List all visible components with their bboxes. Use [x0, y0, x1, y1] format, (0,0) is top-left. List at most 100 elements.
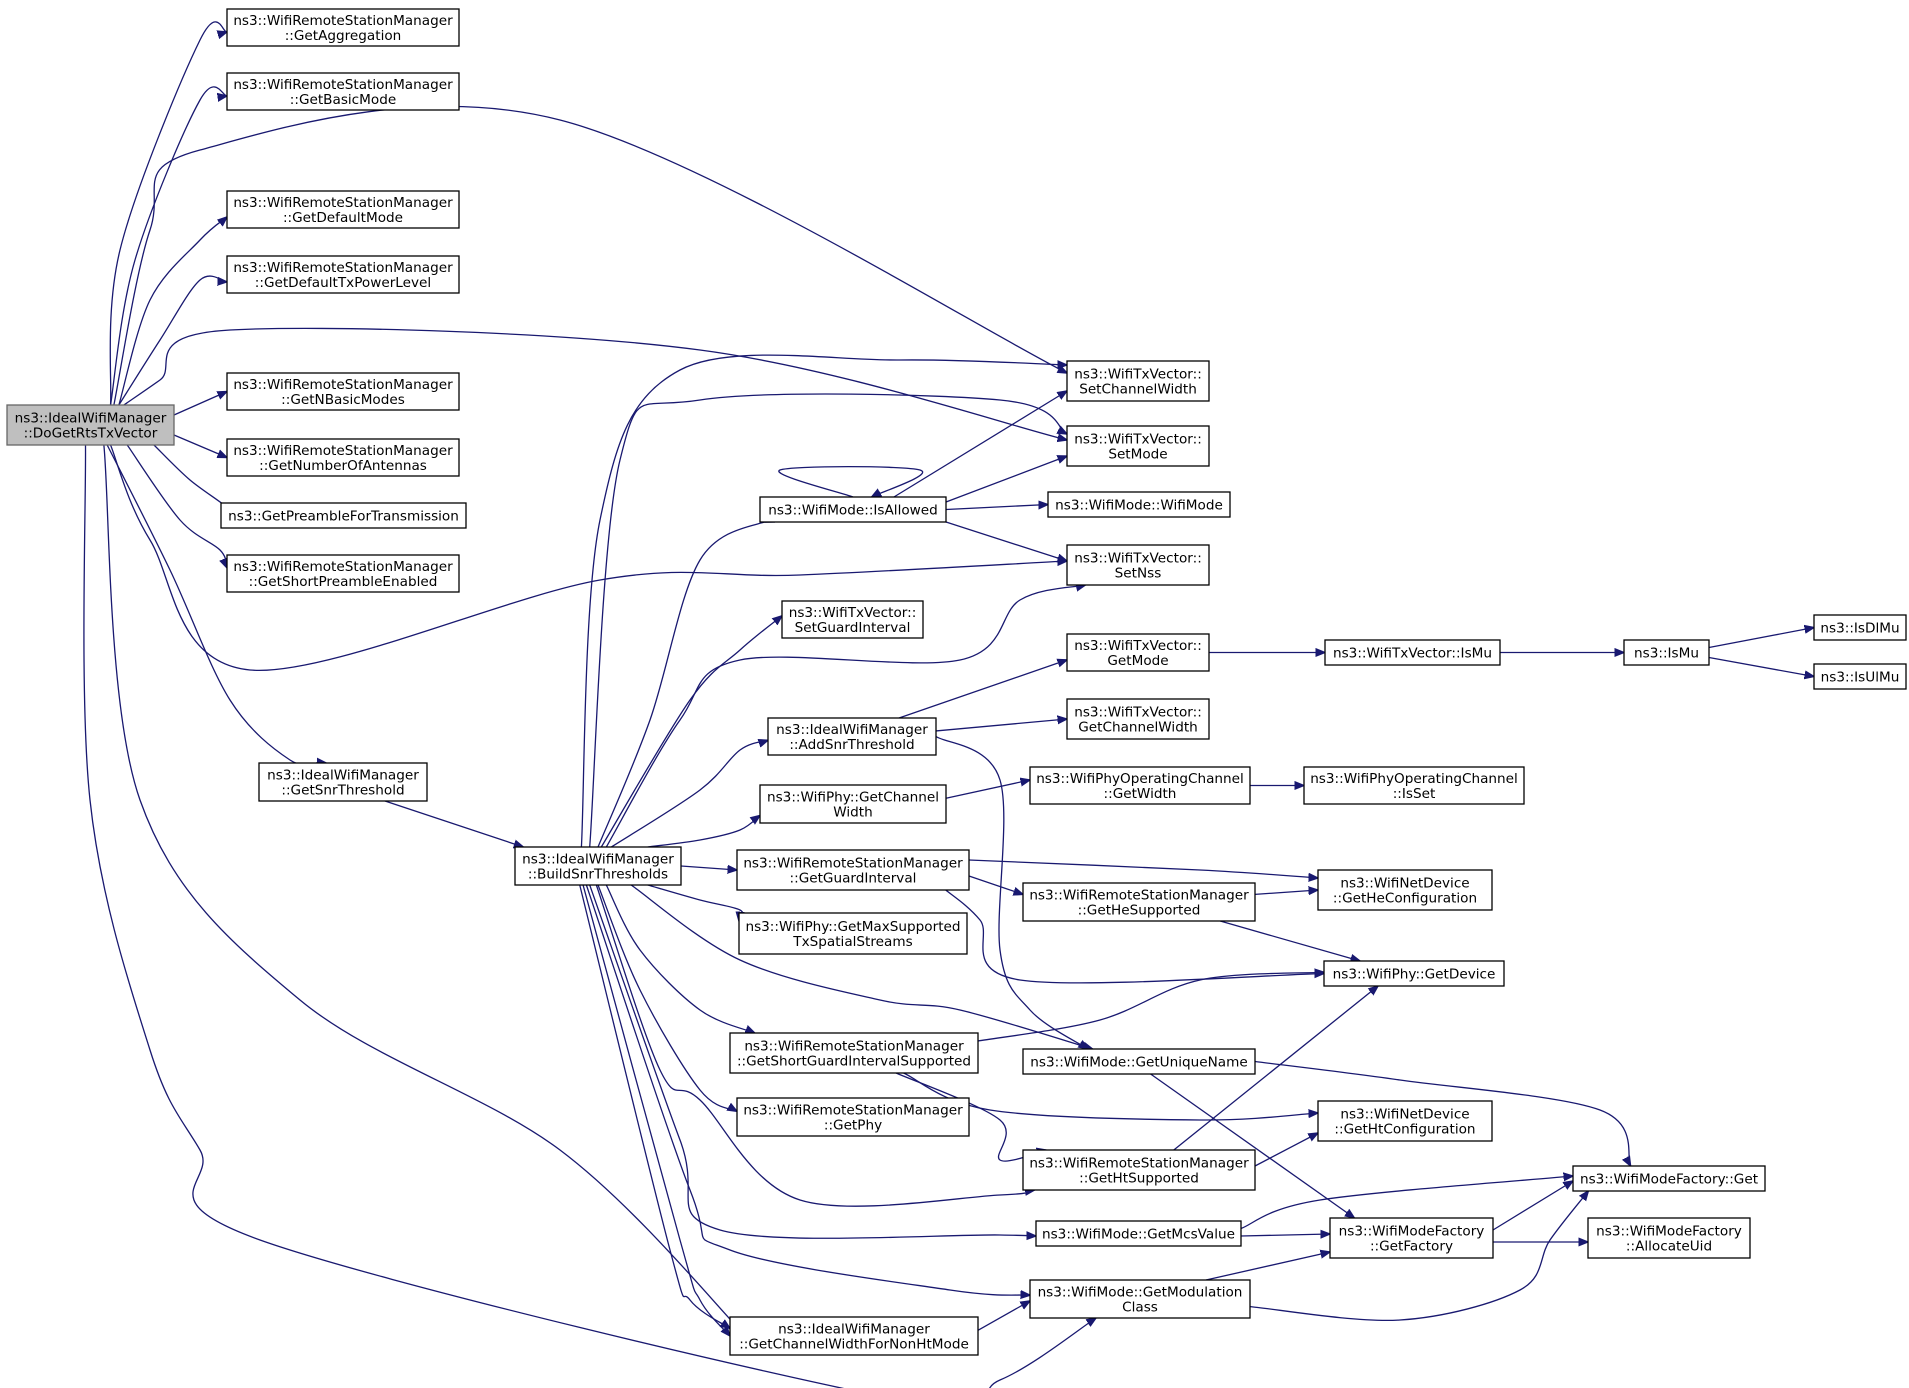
node-set-mode[interactable]: ns3::WifiTxVector::SetMode [1066, 425, 1210, 467]
node-is-dl-mu[interactable]: ns3::IsDlMu [1813, 614, 1907, 641]
node-label-line: ns3::WifiRemoteStationManager [743, 1102, 963, 1118]
node-label-line: ns3::WifiMode::IsAllowed [768, 502, 938, 518]
call-edge-root-to-get_preamble_for_transmission [153, 444, 232, 516]
node-label-line: ns3::WifiTxVector:: [1074, 550, 1202, 566]
call-edge-get_sgi_supported-to-get_ht_configuration [903, 1072, 1318, 1121]
call-edge-root-to-get_snr_threshold [106, 444, 326, 765]
call-edge-get_guard_interval-to-get_he_supported [968, 875, 1023, 894]
node-label-line: ::GetChannelWidthForNonHtMode [739, 1336, 969, 1352]
node-get-unique-name[interactable]: ns3::WifiMode::GetUniqueName [1022, 1048, 1256, 1075]
node-get-snr-threshold[interactable]: ns3::IdealWifiManager::GetSnrThreshold [258, 762, 428, 802]
node-label-line: ns3::WifiTxVector:: [1074, 638, 1202, 654]
node-label-line: ns3::IsMu [1634, 645, 1699, 661]
call-edge-root-to-set_channel_width [113, 105, 1067, 406]
node-label-line: ns3::WifiTxVector:: [1074, 704, 1202, 720]
node-label-line: ns3::WifiRemoteStationManager [233, 559, 453, 575]
node-get-max-supported-tx-spatial-streams[interactable]: ns3::WifiPhy::GetMaxSupportedTxSpatialSt… [738, 912, 968, 955]
node-box [1813, 663, 1907, 690]
call-edge-build_snr_thresholds-to-set_channel_width [580, 354, 1067, 848]
node-get-n-basic-modes[interactable]: ns3::WifiRemoteStationManager::GetNBasic… [226, 372, 460, 411]
node-box [1329, 1217, 1494, 1259]
node-get-ht-supported[interactable]: ns3::WifiRemoteStationManager::GetHtSupp… [1022, 1149, 1256, 1191]
call-edge-is_allowed-to-is_allowed [778, 465, 924, 497]
node-box [1047, 491, 1231, 518]
node-label-line: Width [833, 804, 873, 820]
node-box [736, 849, 970, 891]
node-set-guard-interval[interactable]: ns3::WifiTxVector::SetGuardInterval [781, 600, 924, 639]
node-get-aggregation[interactable]: ns3::WifiRemoteStationManager::GetAggreg… [226, 8, 460, 47]
node-get-number-of-antennas[interactable]: ns3::WifiRemoteStationManager::GetNumber… [226, 438, 460, 477]
node-label-line: ns3::WifiRemoteStationManager [233, 377, 453, 393]
node-label-line: ns3::WifiRemoteStationManager [233, 13, 453, 29]
node-box [1572, 1165, 1766, 1192]
node-label-line: ns3::WifiPhy::GetMaxSupported [745, 919, 960, 935]
node-label-line: ns3::WifiPhyOperatingChannel [1036, 771, 1244, 787]
call-edge-get_he_supported-to-get_he_configuration [1254, 890, 1318, 894]
node-get-cw-for-non-ht-mode[interactable]: ns3::IdealWifiManager::GetChannelWidthFo… [729, 1316, 979, 1356]
node-label-line: ns3::IdealWifiManager [522, 851, 674, 867]
node-label-line: ns3::WifiPhy::GetDevice [1333, 966, 1496, 982]
call-edge-get_mcs_value-to-mode_factory_get [1240, 1176, 1573, 1230]
node-label-line: ::GetFactory [1370, 1238, 1453, 1254]
node-root[interactable]: ns3::IdealWifiManager::DoGetRtsTxVector [6, 404, 175, 446]
node-box [258, 762, 428, 802]
call-edge-get_modulation_class-to-get_factory [1205, 1252, 1330, 1281]
node-box [1587, 1217, 1751, 1259]
node-box [1022, 1048, 1256, 1075]
node-tx-is-mu[interactable]: ns3::WifiTxVector::IsMu [1324, 639, 1501, 666]
node-get-preamble-for-transmission[interactable]: ns3::GetPreambleForTransmission [220, 502, 467, 529]
node-box [1317, 869, 1493, 911]
node-box [226, 190, 460, 229]
node-label-line: GetChannelWidth [1078, 719, 1198, 735]
node-box [1303, 766, 1525, 805]
node-box [1317, 1100, 1493, 1142]
node-get-he-configuration[interactable]: ns3::WifiNetDevice::GetHeConfiguration [1317, 869, 1493, 911]
node-build-snr-thresholds[interactable]: ns3::IdealWifiManager::BuildSnrThreshold… [514, 846, 682, 886]
node-label-line: ns3::WifiPhyOperatingChannel [1310, 771, 1518, 787]
node-get-factory[interactable]: ns3::WifiModeFactory::GetFactory [1329, 1217, 1494, 1259]
node-op-channel-get-width[interactable]: ns3::WifiPhyOperatingChannel::GetWidth [1029, 766, 1251, 805]
node-box [226, 255, 460, 294]
node-get-he-supported[interactable]: ns3::WifiRemoteStationManager::GetHeSupp… [1022, 882, 1256, 922]
node-is-ul-mu[interactable]: ns3::IsUlMu [1813, 663, 1907, 690]
node-label-line: ns3::WifiTxVector:: [789, 605, 917, 621]
node-mode-factory-get[interactable]: ns3::WifiModeFactory::Get [1572, 1165, 1766, 1192]
call-edge-is_allowed-to-set_nss [945, 521, 1067, 561]
node-box [729, 1032, 979, 1074]
node-get-default-tx-power-level[interactable]: ns3::WifiRemoteStationManager::GetDefaul… [226, 255, 460, 294]
call-edge-build_snr_thresholds-to-get_sgi_supported [605, 884, 755, 1033]
call-edge-is_allowed-to-set_mode [945, 456, 1067, 503]
node-phy-get-device[interactable]: ns3::WifiPhy::GetDevice [1323, 960, 1505, 987]
node-phy-get-channel-width[interactable]: ns3::WifiPhy::GetChannelWidth [759, 784, 947, 824]
node-add-snr-threshold[interactable]: ns3::IdealWifiManager::AddSnrThreshold [767, 717, 937, 756]
node-label-line: ::IsSet [1393, 786, 1436, 802]
call-edge-phy_get_channel_width-to-op_channel_get_width [945, 780, 1030, 799]
call-edges [83, 21, 1814, 1388]
node-set-channel-width[interactable]: ns3::WifiTxVector::SetChannelWidth [1066, 360, 1210, 402]
node-get-mcs-value[interactable]: ns3::WifiMode::GetMcsValue [1035, 1220, 1242, 1247]
node-is-mu[interactable]: ns3::IsMu [1623, 639, 1710, 666]
node-tx-get-mode[interactable]: ns3::WifiTxVector::GetMode [1066, 633, 1210, 672]
node-box [6, 404, 175, 446]
node-get-ht-configuration[interactable]: ns3::WifiNetDevice::GetHtConfiguration [1317, 1100, 1493, 1142]
node-get-short-preamble-enabled[interactable]: ns3::WifiRemoteStationManager::GetShortP… [226, 554, 460, 593]
node-label-line: ::GetHeSupported [1078, 902, 1201, 918]
node-label-line: ::GetHtConfiguration [1334, 1121, 1475, 1137]
node-label-line: ns3::WifiRemoteStationManager [743, 855, 963, 871]
node-label-line: ns3::WifiRemoteStationManager [233, 443, 453, 459]
node-get-sgi-supported[interactable]: ns3::WifiRemoteStationManager::GetShortG… [729, 1032, 979, 1074]
node-op-channel-is-set[interactable]: ns3::WifiPhyOperatingChannel::IsSet [1303, 766, 1525, 805]
node-label-line: ::GetPhy [824, 1117, 882, 1133]
node-get-default-mode[interactable]: ns3::WifiRemoteStationManager::GetDefaul… [226, 190, 460, 229]
node-get-phy[interactable]: ns3::WifiRemoteStationManager::GetPhy [736, 1097, 970, 1137]
node-is-allowed[interactable]: ns3::WifiMode::IsAllowed [759, 496, 947, 523]
node-wifi-mode-ctor[interactable]: ns3::WifiMode::WifiMode [1047, 491, 1231, 518]
node-box [1623, 639, 1710, 666]
node-get-basic-mode[interactable]: ns3::WifiRemoteStationManager::GetBasicM… [226, 72, 460, 111]
call-edge-build_snr_thresholds-to-is_allowed [597, 518, 778, 848]
node-allocate-uid[interactable]: ns3::WifiModeFactory::AllocateUid [1587, 1217, 1751, 1259]
node-set-nss[interactable]: ns3::WifiTxVector::SetNss [1066, 544, 1210, 586]
node-tx-get-channel-width[interactable]: ns3::WifiTxVector::GetChannelWidth [1066, 698, 1210, 740]
node-get-guard-interval[interactable]: ns3::WifiRemoteStationManager::GetGuardI… [736, 849, 970, 891]
